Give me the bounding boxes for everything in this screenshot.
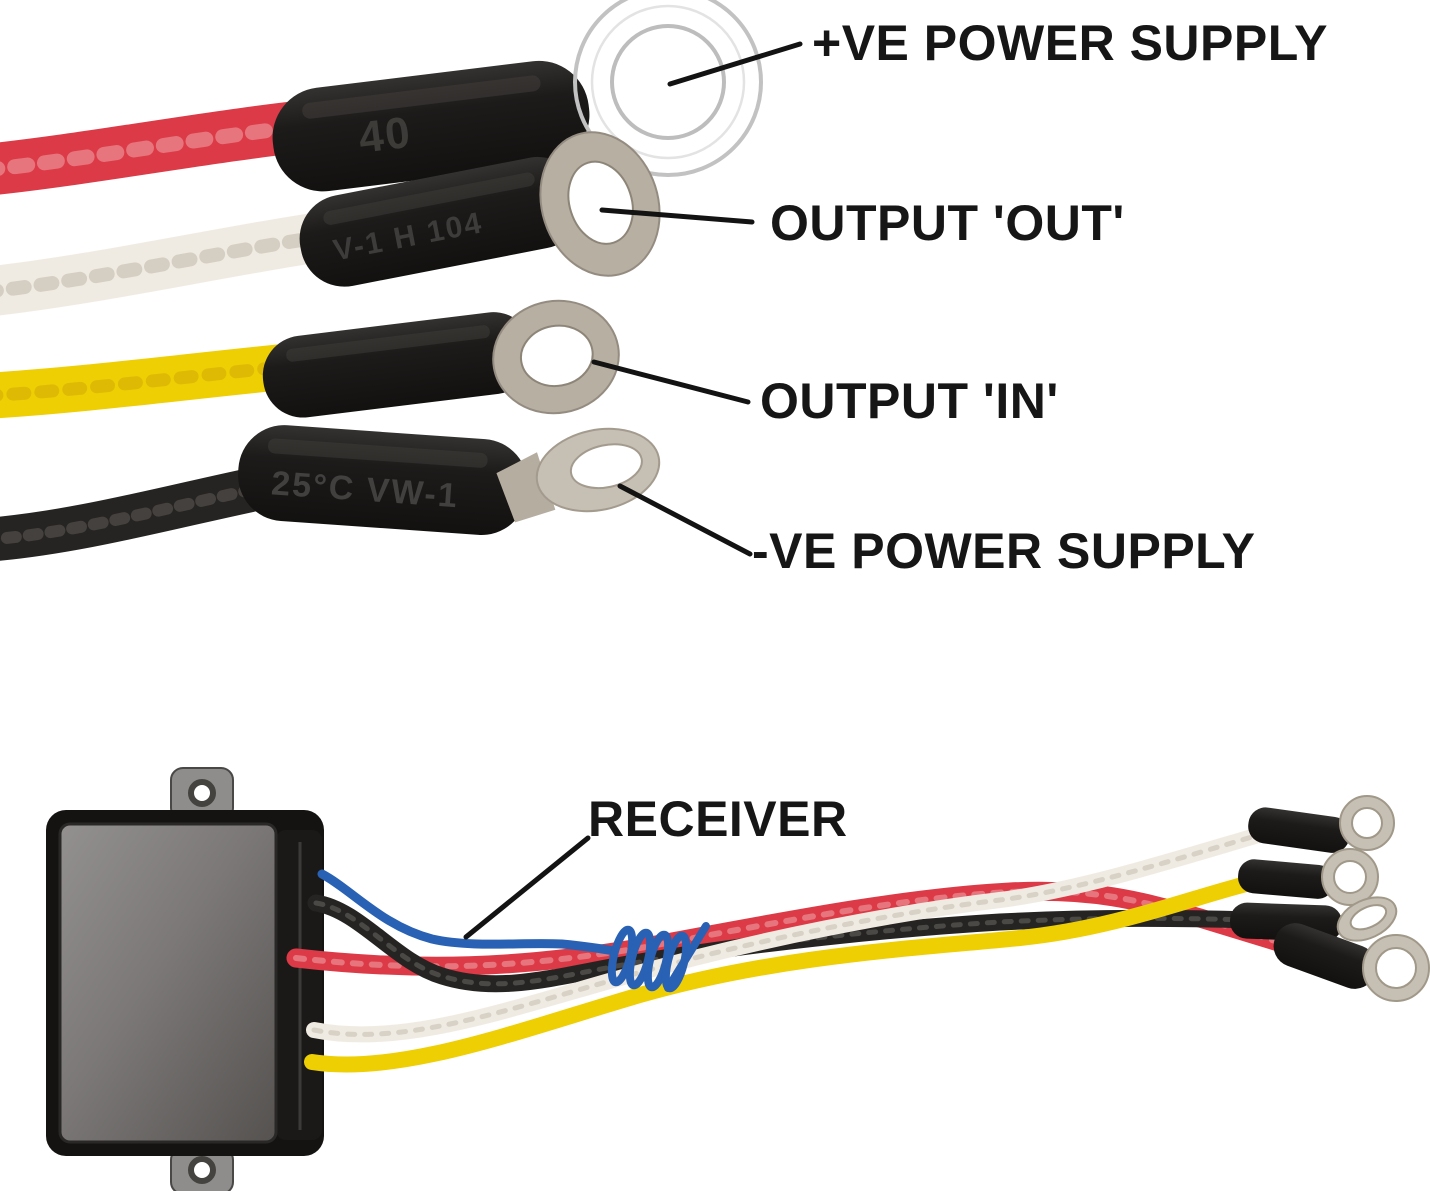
blue-antenna-wire xyxy=(317,869,619,956)
receiver-section: RECEIVER xyxy=(46,767,1430,1191)
harness-terminal-4-red xyxy=(1273,923,1430,1002)
harness-black-braid xyxy=(313,900,1255,987)
red-power-wire-group: 40 xyxy=(0,0,763,195)
positive-sleeve-marking: 40 xyxy=(356,108,415,163)
receiver-top-mounting-tab xyxy=(170,767,234,821)
label-receiver: RECEIVER xyxy=(588,791,848,847)
antenna-coil xyxy=(607,922,710,993)
positive-terminal-sleeve: 40 xyxy=(272,60,590,192)
harness-yellow-wire xyxy=(304,872,1270,1073)
antenna-wire-group xyxy=(317,869,710,993)
leader-line-receiver xyxy=(463,835,591,940)
out-terminal-sleeve: V-1 H 104 xyxy=(299,156,583,287)
in-terminal-sleeve xyxy=(262,312,534,418)
harness-terminals-section: 40 V-1 H 104 xyxy=(0,0,1328,579)
label-output-in: OUTPUT 'IN' xyxy=(760,373,1059,429)
yellow-input-wire-group xyxy=(0,299,620,419)
harness-terminal-1-white xyxy=(1248,795,1395,853)
harness-white-braid xyxy=(311,831,1265,1037)
positive-ring-terminal xyxy=(573,0,763,177)
label-pos-power: +VE POWER SUPPLY xyxy=(812,15,1328,71)
harness-white-wire xyxy=(306,826,1270,1043)
neg-terminal-sleeve: 25°C VW-1 xyxy=(238,425,528,535)
receiver-bottom-mounting-tab xyxy=(170,1147,234,1191)
leader-line-output-out xyxy=(599,207,755,225)
in-ring-terminal xyxy=(492,299,620,415)
leader-line-neg-power xyxy=(617,483,753,557)
label-output-out: OUTPUT 'OUT' xyxy=(770,195,1125,251)
leader-line-output-in xyxy=(591,359,751,405)
leader-line-pos-power xyxy=(667,41,803,87)
label-neg-power: -VE POWER SUPPLY xyxy=(752,523,1255,579)
out-ring-terminal xyxy=(539,131,661,277)
receiver-box xyxy=(46,810,324,1156)
white-output-wire-group: V-1 H 104 xyxy=(0,131,661,316)
harness-terminal-2-yellow xyxy=(1238,848,1379,906)
